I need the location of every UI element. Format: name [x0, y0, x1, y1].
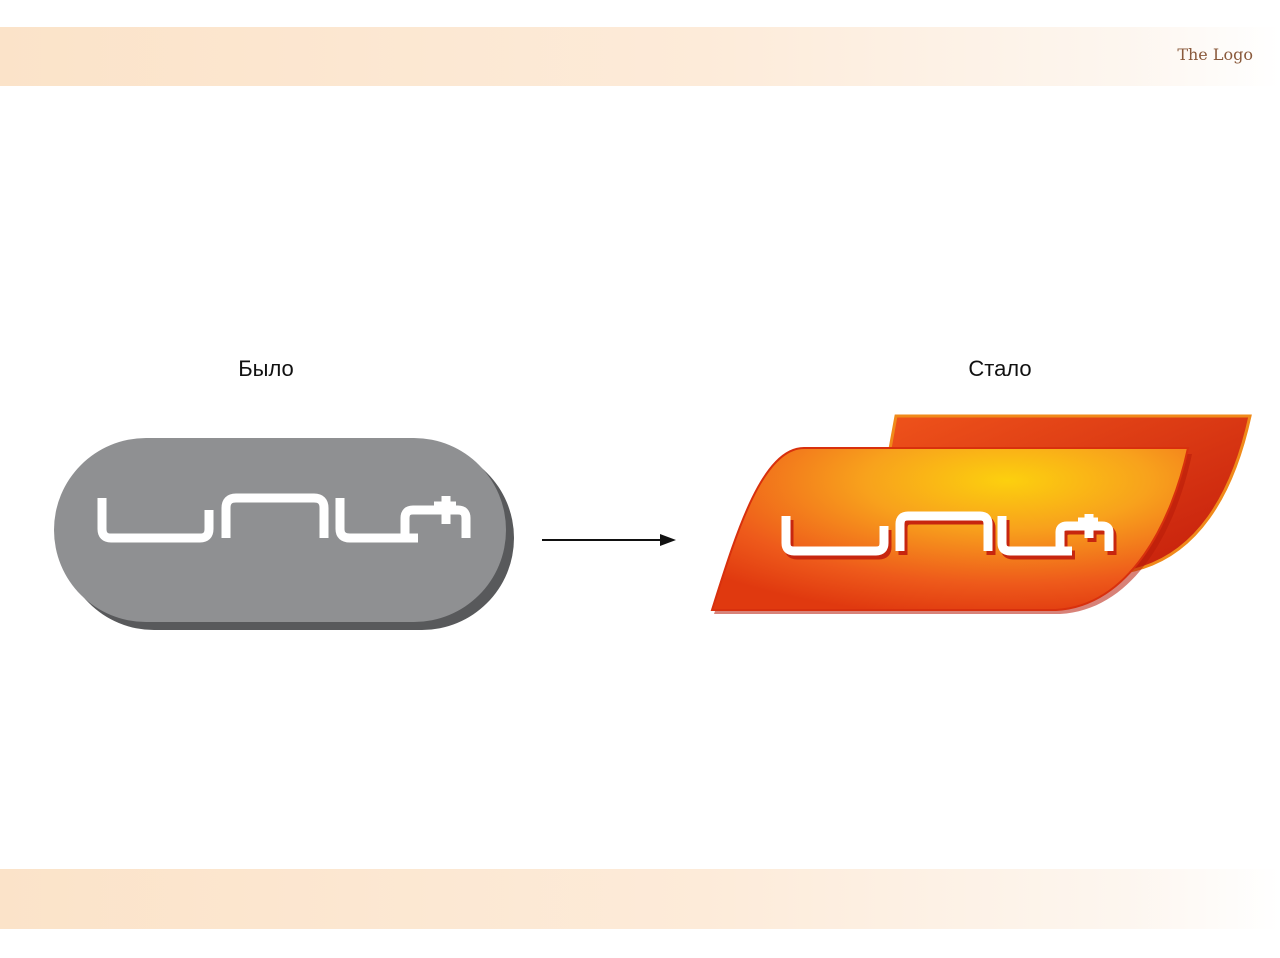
after-caption: Стало: [968, 356, 1032, 381]
transition-arrow: [542, 534, 676, 546]
header-band: [0, 27, 1280, 86]
old-logo-wordmark: [97, 493, 471, 543]
new-logo-wordmark: [781, 511, 1117, 560]
before-caption: Было: [238, 356, 294, 381]
new-logo: [710, 414, 1252, 614]
page-title: The Logo: [1177, 45, 1253, 64]
footer-band: [0, 869, 1280, 929]
old-logo: [54, 438, 514, 630]
